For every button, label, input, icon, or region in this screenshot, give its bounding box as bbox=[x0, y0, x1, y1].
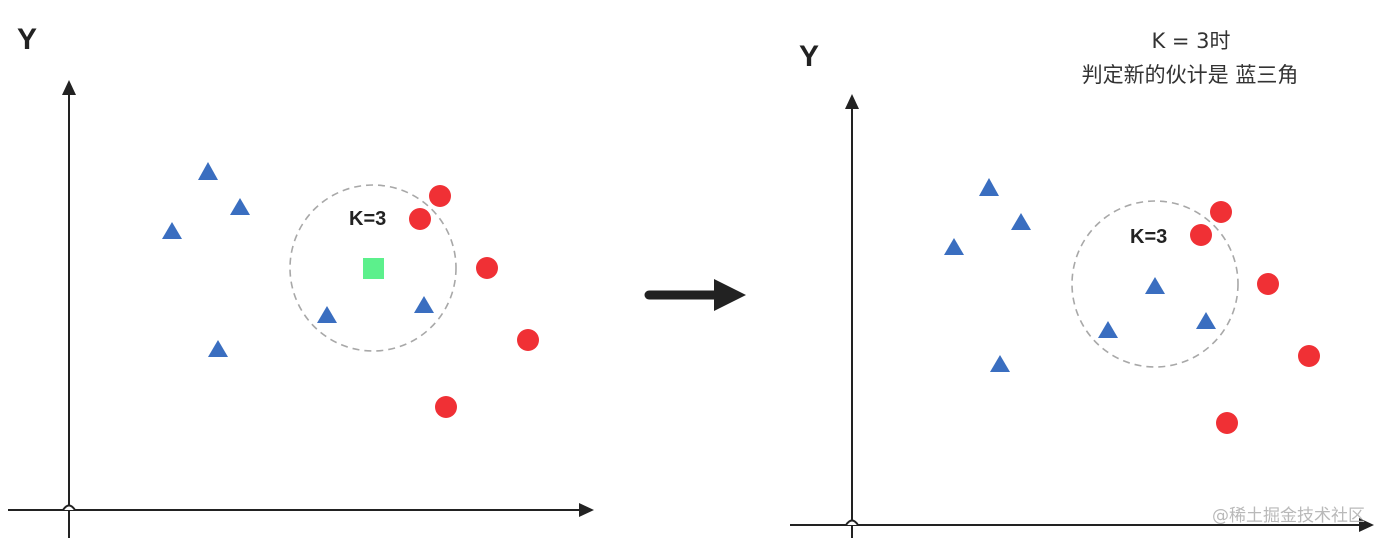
right-caption-line1: K = 3时 bbox=[1151, 29, 1230, 53]
blue-triangle-icon bbox=[414, 296, 434, 313]
left-k-label: K=3 bbox=[349, 208, 386, 230]
right-y-axis-label: Y bbox=[799, 40, 819, 73]
left-neighborhood-circle bbox=[289, 184, 457, 352]
right-triangles bbox=[944, 178, 1216, 372]
red-circle-icon bbox=[429, 185, 451, 207]
red-circle-icon bbox=[1216, 412, 1238, 434]
blue-triangle-icon bbox=[990, 355, 1010, 372]
left-axes bbox=[8, 92, 580, 538]
right-circles bbox=[1190, 201, 1320, 434]
left-circles bbox=[409, 185, 539, 418]
left-panel: Y K=3 bbox=[8, 23, 594, 538]
right-neighborhood-circle bbox=[1071, 200, 1239, 368]
blue-triangle-icon bbox=[1098, 321, 1118, 338]
right-panel: Y K = 3时 判定新的伙计是 蓝三角 K=3 bbox=[790, 29, 1374, 538]
right-arrow-icon bbox=[644, 279, 746, 311]
right-axes bbox=[790, 106, 1360, 538]
blue-triangle-icon bbox=[1196, 312, 1216, 329]
blue-triangle-icon bbox=[208, 340, 228, 357]
blue-triangle-icon bbox=[198, 162, 218, 180]
blue-triangle-icon bbox=[944, 238, 964, 255]
right-origin-hop bbox=[845, 519, 859, 526]
left-triangles bbox=[162, 162, 434, 357]
red-circle-icon bbox=[1210, 201, 1232, 223]
red-circle-icon bbox=[435, 396, 457, 418]
right-k-label: K=3 bbox=[1130, 226, 1167, 248]
right-y-arrowhead bbox=[845, 94, 859, 109]
new-point-square bbox=[363, 258, 384, 279]
right-caption-line2: 判定新的伙计是 蓝三角 bbox=[1082, 63, 1299, 87]
red-circle-icon bbox=[1257, 273, 1279, 295]
watermark-text: @稀土掘金技术社区 bbox=[1212, 506, 1365, 526]
red-circle-icon bbox=[476, 257, 498, 279]
classified-point-triangle bbox=[1145, 277, 1165, 294]
blue-triangle-icon bbox=[979, 178, 999, 196]
left-origin-hop bbox=[62, 504, 76, 511]
blue-triangle-icon bbox=[162, 222, 182, 239]
red-circle-icon bbox=[1190, 224, 1212, 246]
red-circle-icon bbox=[1298, 345, 1320, 367]
blue-triangle-icon bbox=[1011, 213, 1031, 230]
blue-triangle-icon bbox=[230, 198, 250, 215]
red-circle-icon bbox=[517, 329, 539, 351]
red-circle-icon bbox=[409, 208, 431, 230]
left-y-arrowhead bbox=[62, 80, 76, 95]
blue-triangle-icon bbox=[317, 306, 337, 323]
right-x-arrowhead bbox=[1359, 518, 1374, 532]
left-y-axis-label: Y bbox=[17, 23, 37, 56]
left-x-arrowhead bbox=[579, 503, 594, 517]
